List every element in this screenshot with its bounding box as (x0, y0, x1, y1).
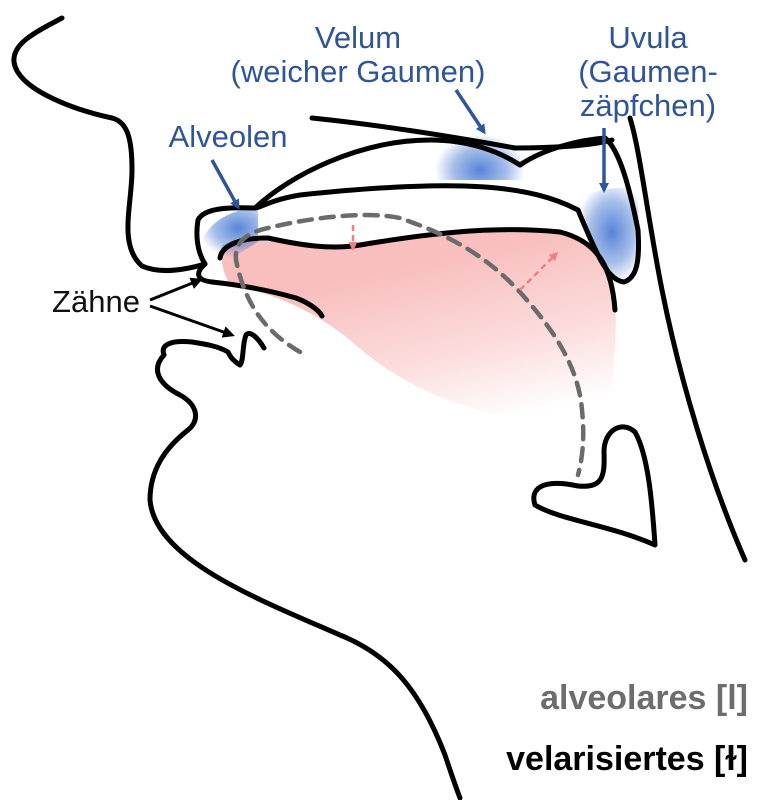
uvula-label-line2: (Gaumen- (578, 54, 718, 89)
chin-neck-outline (147, 352, 463, 801)
alveolen-label: Alveolen (169, 119, 288, 154)
legend-alveolar-l: alveolares [l] (540, 679, 748, 717)
zaehne-label: Zähne (52, 284, 140, 319)
lower-lip-outline (209, 279, 325, 319)
nasal-cavity-outline (309, 115, 615, 151)
lower-teeth-outline (160, 331, 267, 368)
tongue-surface-outline (217, 227, 618, 313)
velum-pointer (454, 89, 486, 135)
velum-label-line2: (weicher Gaumen) (231, 54, 486, 89)
uvula-label-line3: zäpfchen) (580, 88, 716, 123)
legend-velarized-l: velarisiertes [ɫ] (506, 740, 748, 778)
tongue-backing-arrow (519, 251, 559, 291)
zaehne-upper-pointer (149, 277, 203, 302)
face-profile-outline (11, 15, 215, 285)
tongue-region (221, 230, 616, 423)
zaehne-lower-pointer (149, 304, 235, 338)
pharynx-wall (627, 115, 748, 563)
epiglottis-outline (531, 424, 658, 548)
uvula-label-line1: Uvula (608, 20, 688, 55)
velum-label-line1: Velum (315, 20, 401, 55)
alveolen-pointer (210, 159, 240, 210)
alveolar-tongue-contour (233, 212, 586, 478)
